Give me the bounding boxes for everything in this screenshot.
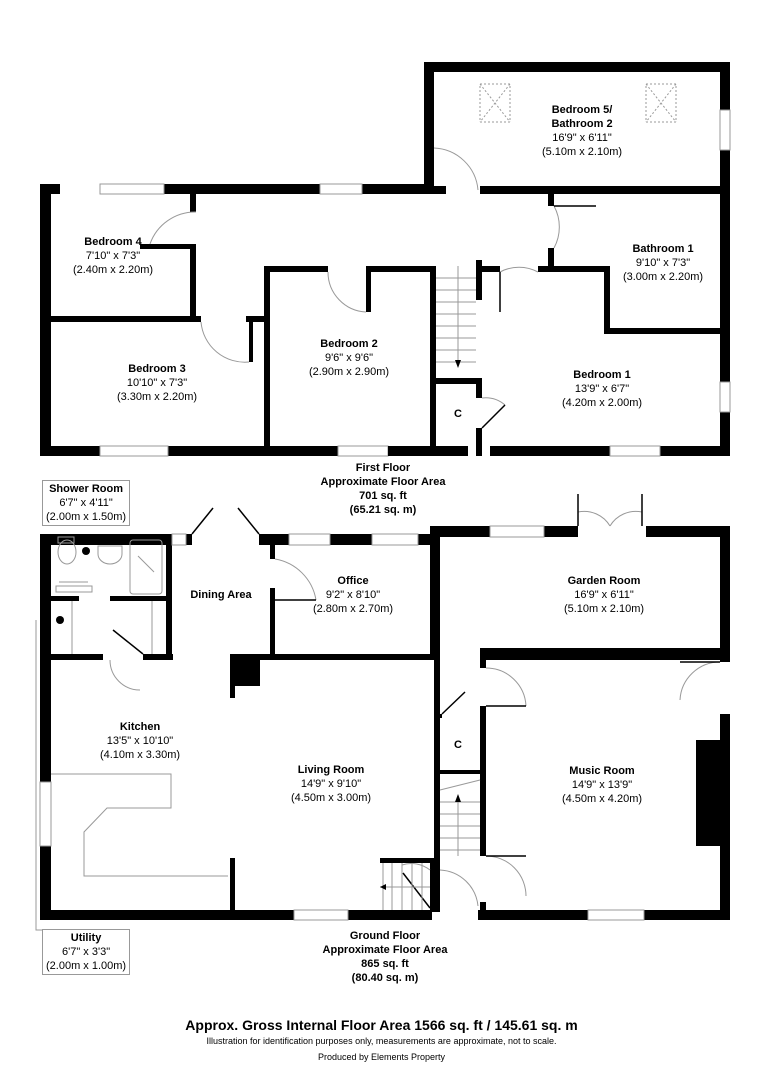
first-floor-walls [40, 62, 730, 456]
room-name: Utility [70, 932, 102, 944]
shower-room-fixtures [35, 536, 163, 931]
room-label-garden-room: Garden Room 16'9" x 6'11" (5.10m x 2.10m… [564, 574, 644, 616]
floor-area-label: Approximate Floor Area [320, 476, 446, 488]
floor-title: First Floor [355, 462, 411, 474]
boiler-icon [82, 547, 90, 555]
room-name: Bedroom 5/ [551, 104, 613, 116]
floor-area-label: Approximate Floor Area [322, 944, 448, 956]
total-floor-area: Approx. Gross Internal Floor Area 1566 s… [185, 1017, 578, 1033]
stairs-down-arrow-icon [455, 360, 461, 368]
room-imperial: 9'6" x 9'6" [324, 352, 374, 364]
cylinder-icon [56, 616, 64, 624]
room-name: Bedroom 2 [320, 338, 378, 350]
ground-floor-doors [109, 510, 721, 907]
room-imperial: 9'2" x 8'10" [325, 589, 381, 601]
ground-floor-walls [40, 526, 730, 920]
room-name: Music Room [569, 765, 635, 777]
room-name: Kitchen [119, 721, 161, 733]
room-name: Bathroom 1 [632, 243, 694, 255]
ground-floor-stairs [380, 779, 481, 910]
first-floor-window-cover [388, 446, 468, 456]
room-metric: (2.00m x 1.00m) [46, 960, 127, 972]
skylight-icons [479, 83, 677, 123]
room-imperial: 16'9" x 6'11" [552, 132, 612, 144]
room-name: Dining Area [190, 589, 252, 601]
room-metric: (2.00m x 1.50m) [46, 511, 127, 523]
room-label-kitchen: Kitchen 13'5" x 10'10" (4.10m x 3.30m) [100, 720, 180, 762]
producer-credit: Produced by Elements Property [317, 1052, 446, 1062]
room-imperial: 16'9" x 6'11" [574, 589, 634, 601]
first-floor-doors [149, 147, 560, 406]
room-imperial: 7'10" x 7'3" [85, 250, 141, 262]
room-label-shower-room: Shower Room 6'7" x 4'11" (2.00m x 1.50m) [42, 480, 131, 526]
room-label-bathroom1: Bathroom 1 9'10" x 7'3" (3.00m x 2.20m) [623, 242, 703, 284]
toilet-icon [57, 539, 77, 565]
room-name: Office [337, 575, 369, 587]
floor-title: Ground Floor [349, 930, 421, 942]
room-metric: (2.80m x 2.70m) [312, 603, 394, 615]
room-imperial: 14'9" x 13'9" [571, 779, 633, 791]
room-imperial: 6'7" x 3'3" [62, 946, 111, 958]
room-metric: (4.10m x 3.30m) [99, 749, 181, 761]
floor-area-sqft: 701 sq. ft [359, 490, 407, 502]
room-label-office: Office 9'2" x 8'10" (2.80m x 2.70m) [313, 574, 393, 616]
cupboard-label-ground-floor: C [454, 739, 462, 751]
room-imperial: 10'10" x 7'3" [126, 377, 188, 389]
room-label-bedroom1: Bedroom 1 13'9" x 6'7" (4.20m x 2.00m) [562, 368, 642, 410]
room-label-music-room: Music Room 14'9" x 13'9" (4.50m x 4.20m) [562, 764, 642, 806]
ground-floor-door-leaves [112, 494, 720, 909]
room-label-bedroom4: Bedroom 4 7'10" x 7'3" (2.40m x 2.20m) [73, 235, 153, 277]
disclaimer-text: Illustration for identification purposes… [206, 1036, 557, 1046]
room-imperial: 14'9" x 9'10" [300, 778, 362, 790]
room-label-bedroom5: Bedroom 5/ Bathroom 2 16'9" x 6'11" (5.1… [542, 103, 622, 159]
room-label-bedroom3: Bedroom 3 10'10" x 7'3" (3.30m x 2.20m) [117, 362, 197, 404]
floor-area-sqm: (80.40 sq. m) [351, 972, 419, 984]
room-name-line2: Bathroom 2 [551, 118, 613, 130]
room-metric: (3.30m x 2.20m) [116, 391, 198, 403]
kitchen-counter [51, 773, 228, 877]
room-metric: (2.40m x 2.20m) [72, 264, 154, 276]
room-name: Bedroom 4 [84, 236, 142, 248]
room-label-living-room: Living Room 14'9" x 9'10" (4.50m x 3.00m… [291, 763, 371, 805]
room-metric: (4.50m x 4.20m) [561, 793, 643, 805]
room-name: Garden Room [567, 575, 641, 587]
first-floor-door-leaves [481, 205, 596, 429]
room-label-dining-area: Dining Area [190, 588, 251, 602]
room-name: Bedroom 3 [128, 363, 186, 375]
cupboard-label-first-floor: C [454, 408, 462, 420]
room-imperial: 9'10" x 7'3" [635, 257, 691, 269]
ground-floor-area-summary: Ground Floor Approximate Floor Area 865 … [323, 929, 448, 985]
floor-area-sqm: (65.21 sq. m) [349, 504, 417, 516]
room-metric: (5.10m x 2.10m) [541, 146, 623, 158]
ground-floor-windows [39, 525, 645, 921]
stairs-left-arrow-icon [380, 884, 386, 890]
basin-icon [97, 545, 123, 565]
room-imperial: 6'7" x 4'11" [59, 497, 113, 509]
room-metric: (3.00m x 2.20m) [622, 271, 704, 283]
room-metric: (2.90m x 2.90m) [308, 366, 390, 378]
shower-tray-icon [129, 539, 163, 595]
room-label-bedroom2: Bedroom 2 9'6" x 9'6" (2.90m x 2.90m) [309, 337, 389, 379]
room-name: Living Room [297, 764, 365, 776]
first-floor-area-summary: First Floor Approximate Floor Area 701 s… [321, 461, 446, 517]
room-metric: (5.10m x 2.10m) [563, 603, 645, 615]
floor-area-sqft: 865 sq. ft [361, 958, 409, 970]
room-name: Shower Room [49, 483, 124, 495]
room-label-utility: Utility 6'7" x 3'3" (2.00m x 1.00m) [42, 929, 131, 975]
room-imperial: 13'9" x 6'7" [574, 383, 630, 395]
room-metric: (4.50m x 3.00m) [290, 792, 372, 804]
room-metric: (4.20m x 2.00m) [561, 397, 643, 409]
first-floor-stairs [436, 266, 476, 364]
stairs-up-arrow-icon [455, 794, 461, 802]
room-imperial: 13'5" x 10'10" [106, 735, 174, 747]
first-floor-windows [99, 109, 731, 457]
room-name: Bedroom 1 [573, 369, 631, 381]
